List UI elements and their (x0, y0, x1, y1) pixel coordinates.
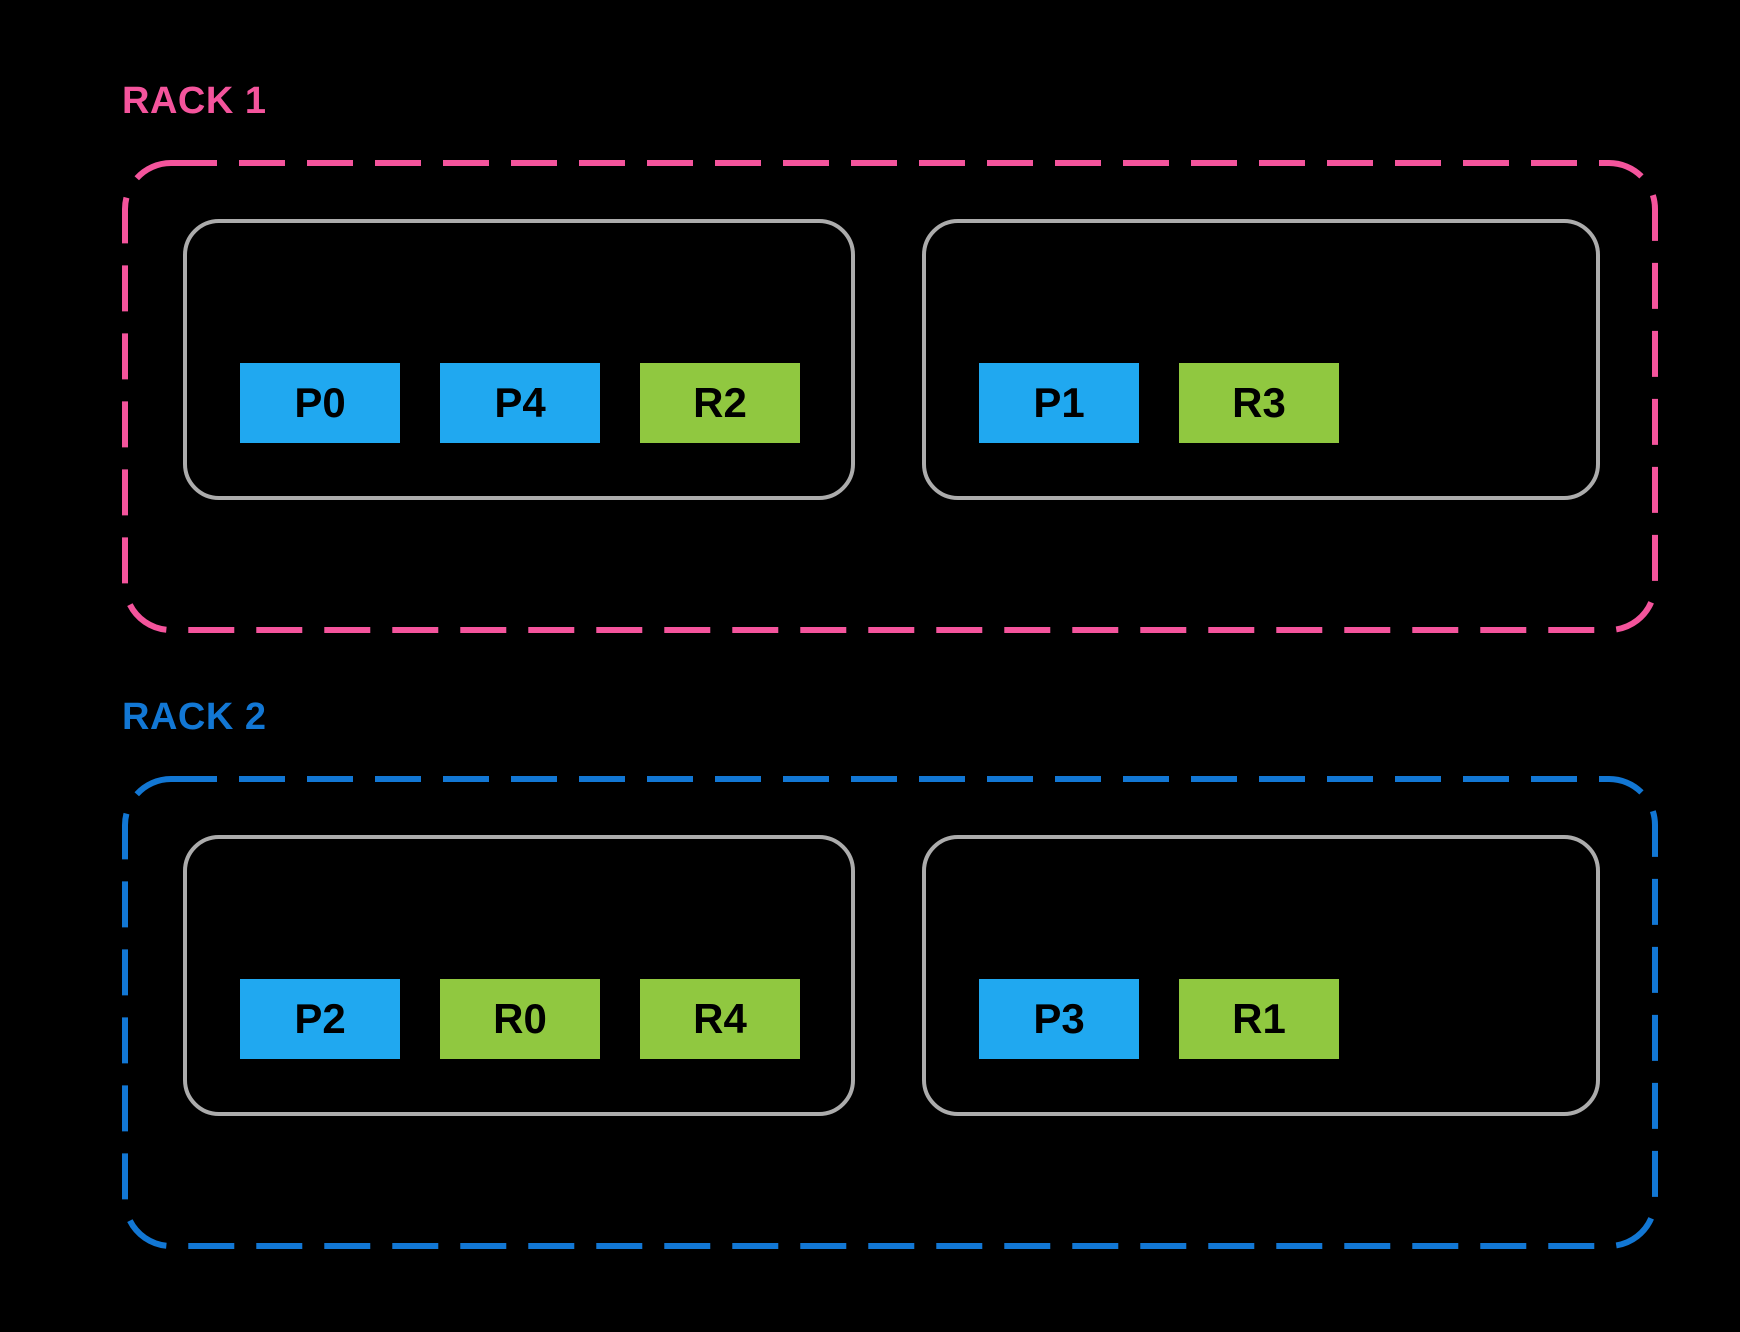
rack-2: RACK 2 P2 R0 R4 P3 R1 (122, 698, 1658, 1249)
shard-slot-r1: R1 (1179, 979, 1339, 1059)
rack-1-dashed-boundary (122, 160, 1658, 633)
shard-slot-r2: R2 (640, 363, 800, 443)
shard-slot-p2: P2 (240, 979, 400, 1059)
shard-slot-p4: P4 (440, 363, 600, 443)
rack-1: RACK 1 P0 P4 R2 P1 R3 (122, 82, 1658, 633)
rack-1-border-rect (122, 160, 1658, 633)
rack-2-dashed-boundary (122, 776, 1658, 1249)
rack-2-node-2: P3 R1 (922, 835, 1600, 1116)
rack-1-node-1: P0 P4 R2 (183, 219, 855, 500)
shard-slot-p3: P3 (979, 979, 1139, 1059)
shard-slot-p0: P0 (240, 363, 400, 443)
shard-slot-r4: R4 (640, 979, 800, 1059)
shard-slot-r0: R0 (440, 979, 600, 1059)
rack-2-border-rect (122, 776, 1658, 1249)
rack-1-label: RACK 1 (122, 80, 267, 122)
rack-2-node-1: P2 R0 R4 (183, 835, 855, 1116)
rack-1-node-2: P1 R3 (922, 219, 1600, 500)
shard-slot-r3: R3 (1179, 363, 1339, 443)
rack-2-label: RACK 2 (122, 696, 267, 738)
shard-slot-p1: P1 (979, 363, 1139, 443)
